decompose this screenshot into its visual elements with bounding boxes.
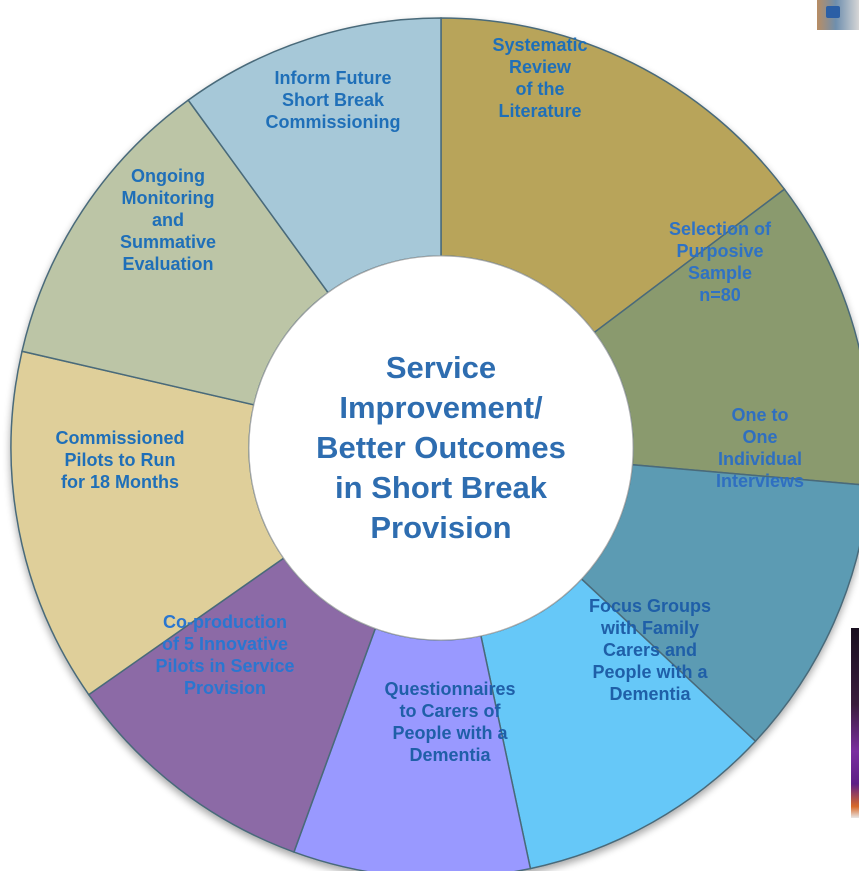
center-circle [248,255,634,641]
hsc-mark-icon [826,6,840,18]
cycle-segment-label-line: Questionnaires [384,679,515,699]
cycle-segment-label-line: of the [516,79,565,99]
cycle-segment-label-line: Monitoring [122,188,215,208]
cycle-segment-label-line: Commissioned [55,428,184,448]
cycle-segment-label-line: Review [509,57,572,77]
cycle-segment-label-line: Selection of [669,219,772,239]
cycle-segment-label-line: Co-production [163,612,287,632]
cycle-segment-label-line: to Carers of [399,701,501,721]
cycle-segment-label-line: One [742,427,777,447]
cycle-segment-label-line: with Family [600,618,699,638]
photo-edge-icon [851,628,859,818]
cycle-segment-label-line: People with a [592,662,708,682]
cycle-segment-label-line: Focus Groups [589,596,711,616]
hsc-logo-icon [817,0,859,30]
cycle-segment-label-line: One to [732,405,789,425]
cycle-segment-label-line: Provision [184,678,266,698]
cycle-segment-label-line: Dementia [609,684,691,704]
cycle-segment-label-line: Pilots in Service [155,656,294,676]
cycle-segment-label-line: Commissioning [265,112,400,132]
cycle-segment-label-line: Systematic [492,35,587,55]
center-title-line: Service [386,350,496,385]
cycle-segment-label-line: Dementia [409,745,491,765]
center-title-line: Better Outcomes [316,430,566,465]
center-title-line: Provision [370,510,511,545]
cycle-segment-label-line: n=80 [699,285,741,305]
cycle-segment-label-line: Carers and [603,640,697,660]
cycle-segment-label-line: for 18 Months [61,472,179,492]
cycle-segment-label-line: Pilots to Run [65,450,176,470]
center-title-line: Improvement/ [339,390,543,425]
cycle-segment-label-line: Literature [498,101,581,121]
cycle-segment-label-line: Individual [718,449,802,469]
cycle-segment-label-line: People with a [392,723,508,743]
cycle-segment-label-line: Summative [120,232,216,252]
cycle-segment-label-line: Purposive [676,241,763,261]
cycle-segment-label-line: Sample [688,263,752,283]
cycle-segment-label-line: Short Break [282,90,385,110]
cycle-segment-label-line: Evaluation [122,254,213,274]
center-title-line: in Short Break [335,470,548,505]
cycle-segment-label-line: Inform Future [275,68,392,88]
cycle-segment-label-line: and [152,210,184,230]
cycle-segment-label-line: of 5 Innovative [162,634,288,654]
cycle-segment-label-line: Interviews [716,471,804,491]
cycle-segment-label-line: Ongoing [131,166,205,186]
